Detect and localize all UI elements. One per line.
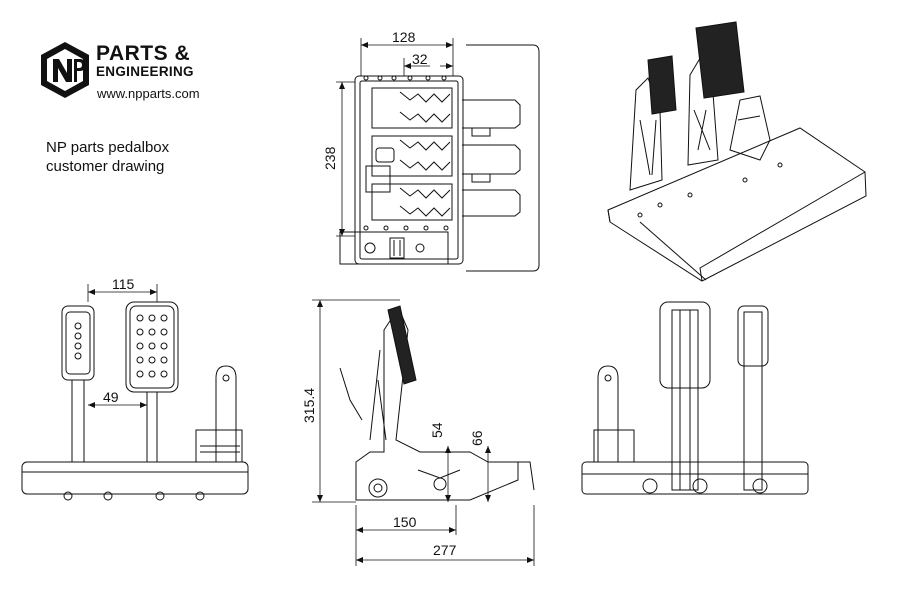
brand-name-line1: PARTS & <box>96 42 191 65</box>
side-view <box>339 305 535 501</box>
dim-side-height: 315.4 <box>301 388 317 423</box>
np-hexagon-logo-icon <box>41 42 89 98</box>
top-view <box>339 44 540 272</box>
np-logo <box>38 40 92 105</box>
front-view-dimensions <box>87 284 158 408</box>
dim-front-pedal-spacing: 115 <box>112 276 135 292</box>
dim-top-small: 32 <box>412 51 428 67</box>
isometric-view <box>607 21 867 282</box>
dim-side-66: 66 <box>469 430 485 446</box>
description-line1: NP parts pedalbox <box>46 139 170 156</box>
dim-side-277: 277 <box>433 542 457 558</box>
rear-view <box>581 301 809 495</box>
dim-top-width: 128 <box>392 29 416 45</box>
side-view-dimensions <box>312 299 535 566</box>
brand-url: www.npparts.com <box>97 86 200 101</box>
description-line2: customer drawing <box>46 158 165 175</box>
dim-side-150: 150 <box>393 514 417 530</box>
front-view <box>21 301 249 501</box>
dim-top-depth: 238 <box>322 146 338 170</box>
dim-side-54: 54 <box>429 422 445 438</box>
brand-name-line2: ENGINEERING <box>96 64 194 79</box>
top-view-dimensions <box>336 38 454 237</box>
dim-front-gap: 49 <box>103 389 119 405</box>
drawing-description: NP parts pedalbox customer drawing <box>46 138 169 176</box>
